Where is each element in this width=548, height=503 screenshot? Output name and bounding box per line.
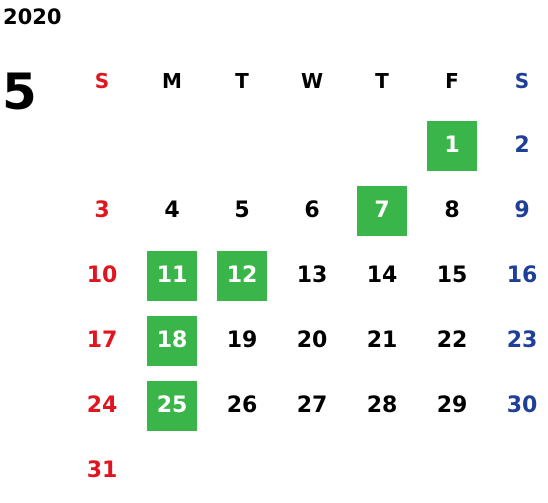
- day-cell: 22: [417, 308, 487, 373]
- day-number-highlighted: 18: [147, 315, 197, 366]
- weekday-sunday: S: [94, 68, 110, 93]
- day-number-highlighted: 7: [357, 185, 407, 236]
- day-cell: 25: [137, 373, 207, 438]
- day-number: 4: [164, 198, 180, 223]
- day-number: [497, 446, 547, 496]
- day-number-highlighted: 12: [217, 250, 267, 301]
- day-number: [357, 121, 407, 171]
- day-number: 20: [296, 328, 328, 353]
- day-number: [427, 446, 477, 496]
- weekday-thursday: T: [375, 68, 389, 93]
- day-number: 27: [296, 393, 328, 418]
- day-number: [147, 446, 197, 496]
- weekday-friday: F: [445, 68, 459, 93]
- day-cell: 6: [277, 178, 347, 243]
- day-number: 15: [436, 263, 468, 288]
- day-number: 9: [514, 198, 530, 223]
- day-number: 28: [366, 393, 398, 418]
- day-number-highlighted: 1: [427, 120, 477, 171]
- day-cell: [67, 113, 137, 178]
- day-number: 30: [506, 393, 538, 418]
- day-cell: 5: [207, 178, 277, 243]
- day-cell: 14: [347, 243, 417, 308]
- day-cell: 2: [487, 113, 548, 178]
- day-cell: 17: [67, 308, 137, 373]
- calendar-grid: S M T W T F S 1 2 3 4 5 6 7 8 9 10 11 12…: [67, 48, 548, 503]
- day-number: 23: [506, 328, 538, 353]
- day-number-highlighted: 25: [147, 380, 197, 431]
- day-cell: 7: [347, 178, 417, 243]
- day-cell: 21: [347, 308, 417, 373]
- day-cell: 31: [67, 438, 137, 503]
- year-label: 2020: [3, 5, 62, 29]
- day-number: 8: [444, 198, 460, 223]
- day-cell: 18: [137, 308, 207, 373]
- day-number: 29: [436, 393, 468, 418]
- day-number: 10: [86, 263, 118, 288]
- day-number: 31: [86, 458, 118, 483]
- day-number: 16: [506, 263, 538, 288]
- day-cell: 1: [417, 113, 487, 178]
- day-cell: 11: [137, 243, 207, 308]
- day-number: 14: [366, 263, 398, 288]
- day-cell: 24: [67, 373, 137, 438]
- day-cell: [347, 113, 417, 178]
- day-number: 26: [226, 393, 258, 418]
- day-number: 19: [226, 328, 258, 353]
- day-number: 13: [296, 263, 328, 288]
- day-cell: 28: [347, 373, 417, 438]
- day-number: 2: [514, 133, 530, 158]
- day-number: 3: [94, 198, 110, 223]
- weekday-wednesday: W: [300, 68, 324, 93]
- day-number: 6: [304, 198, 320, 223]
- day-cell: 10: [67, 243, 137, 308]
- day-cell: [487, 438, 548, 503]
- day-cell: 9: [487, 178, 548, 243]
- day-number: [217, 121, 267, 171]
- day-number-highlighted: 11: [147, 250, 197, 301]
- day-number: [287, 446, 337, 496]
- day-number: [357, 446, 407, 496]
- day-cell: 4: [137, 178, 207, 243]
- weekday-saturday: S: [514, 68, 530, 93]
- day-cell: [277, 113, 347, 178]
- day-cell: 23: [487, 308, 548, 373]
- month-label: 5: [2, 63, 37, 121]
- day-cell: 16: [487, 243, 548, 308]
- day-cell: [207, 438, 277, 503]
- day-cell: 15: [417, 243, 487, 308]
- day-cell: 20: [277, 308, 347, 373]
- day-cell: 12: [207, 243, 277, 308]
- day-cell: [417, 438, 487, 503]
- day-number: 5: [234, 198, 250, 223]
- day-number: 22: [436, 328, 468, 353]
- day-cell: [207, 113, 277, 178]
- day-number: 24: [86, 393, 118, 418]
- day-number: 21: [366, 328, 398, 353]
- day-cell: [277, 438, 347, 503]
- day-cell: [137, 113, 207, 178]
- day-number: [287, 121, 337, 171]
- day-cell: 30: [487, 373, 548, 438]
- day-cell: 26: [207, 373, 277, 438]
- day-cell: 8: [417, 178, 487, 243]
- weekday-monday: M: [162, 68, 182, 93]
- day-cell: 13: [277, 243, 347, 308]
- day-cell: 3: [67, 178, 137, 243]
- weekday-tuesday: T: [235, 68, 249, 93]
- day-cell: 19: [207, 308, 277, 373]
- day-number: [147, 121, 197, 171]
- day-cell: [137, 438, 207, 503]
- day-cell: 27: [277, 373, 347, 438]
- day-cell: [347, 438, 417, 503]
- day-number: 17: [86, 328, 118, 353]
- day-cell: 29: [417, 373, 487, 438]
- day-number: [217, 446, 267, 496]
- day-number: [77, 121, 127, 171]
